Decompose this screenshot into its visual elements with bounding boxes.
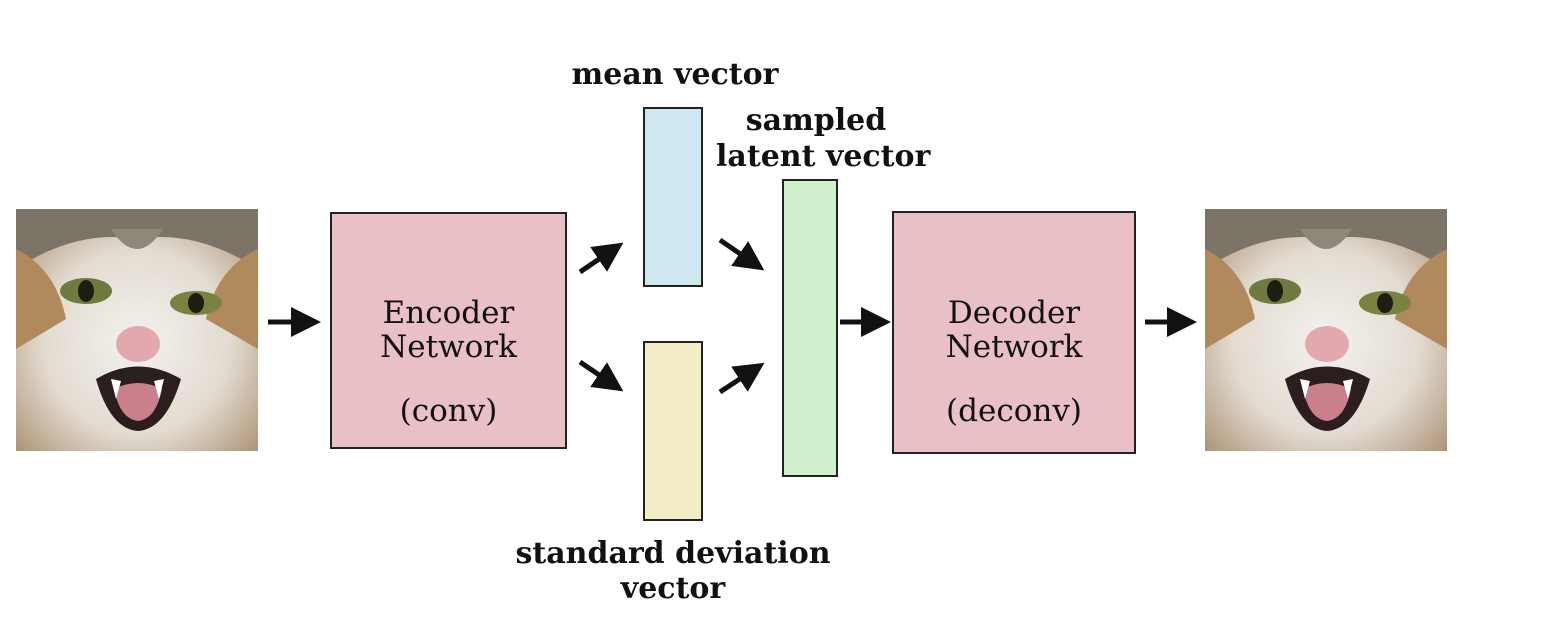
decoder-subtitle: (deconv) [946,393,1082,429]
std-vector-label-line1: standard deviation [515,536,831,571]
decoder-title-line1: Decoder [947,295,1081,331]
cat-photo-icon [16,209,258,451]
output-cat-image [1205,209,1447,451]
cat-photo-icon [1205,209,1447,451]
mean-vector-bar [643,107,703,287]
latent-vector-label-line1: sampled [745,103,887,138]
std-vector-bar [643,341,703,521]
encoder-network-box: Encoder Network (conv) [330,212,567,449]
latent-vector-bar [782,179,838,477]
input-cat-image [16,209,258,451]
mean-vector-label: mean vector [571,57,779,92]
decoder-title-line2: Network [945,329,1083,365]
encoder-subtitle: (conv) [399,393,498,429]
std-vector-label-line2: vector [620,571,726,606]
encoder-title-line1: Encoder [382,295,515,331]
arrow-encoder-to-std [578,359,624,392]
arrow-encoder-to-mean [578,242,624,275]
arrow-mean-to-latent [718,237,765,271]
arrow-std-to-latent [718,362,765,395]
latent-vector-label-line2: latent vector [716,139,931,174]
encoder-title-line2: Network [380,329,517,365]
decoder-network-box: Decoder Network (deconv) [892,211,1136,454]
